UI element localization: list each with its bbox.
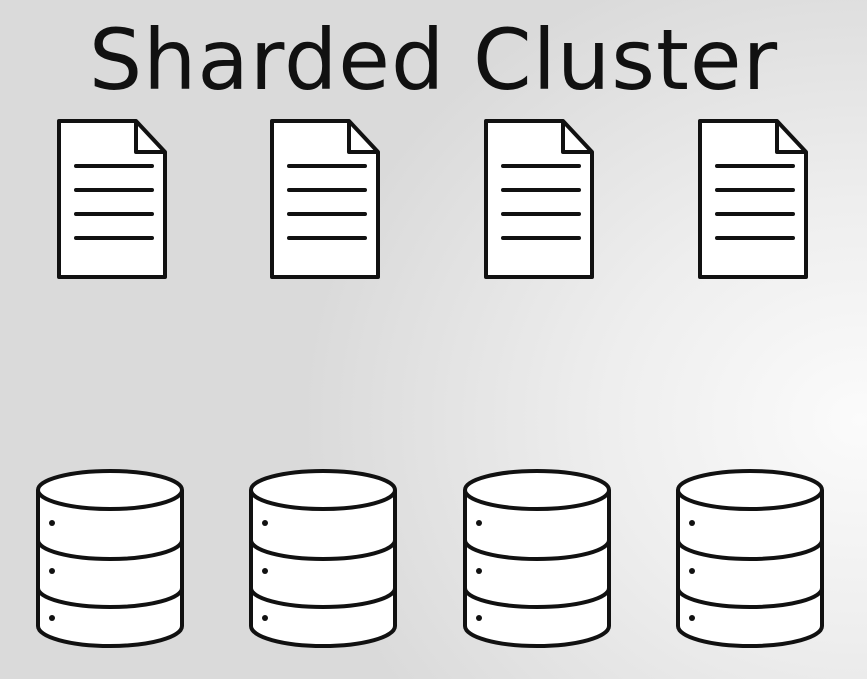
database-icon xyxy=(674,468,826,650)
database-icon xyxy=(461,468,613,650)
document-icon xyxy=(269,118,381,280)
document-icon xyxy=(697,118,809,280)
document-icon xyxy=(56,118,168,280)
database-icon xyxy=(34,468,186,650)
document-icon xyxy=(483,118,595,280)
diagram-title: Sharded Cluster xyxy=(88,11,779,109)
database-icon xyxy=(247,468,399,650)
